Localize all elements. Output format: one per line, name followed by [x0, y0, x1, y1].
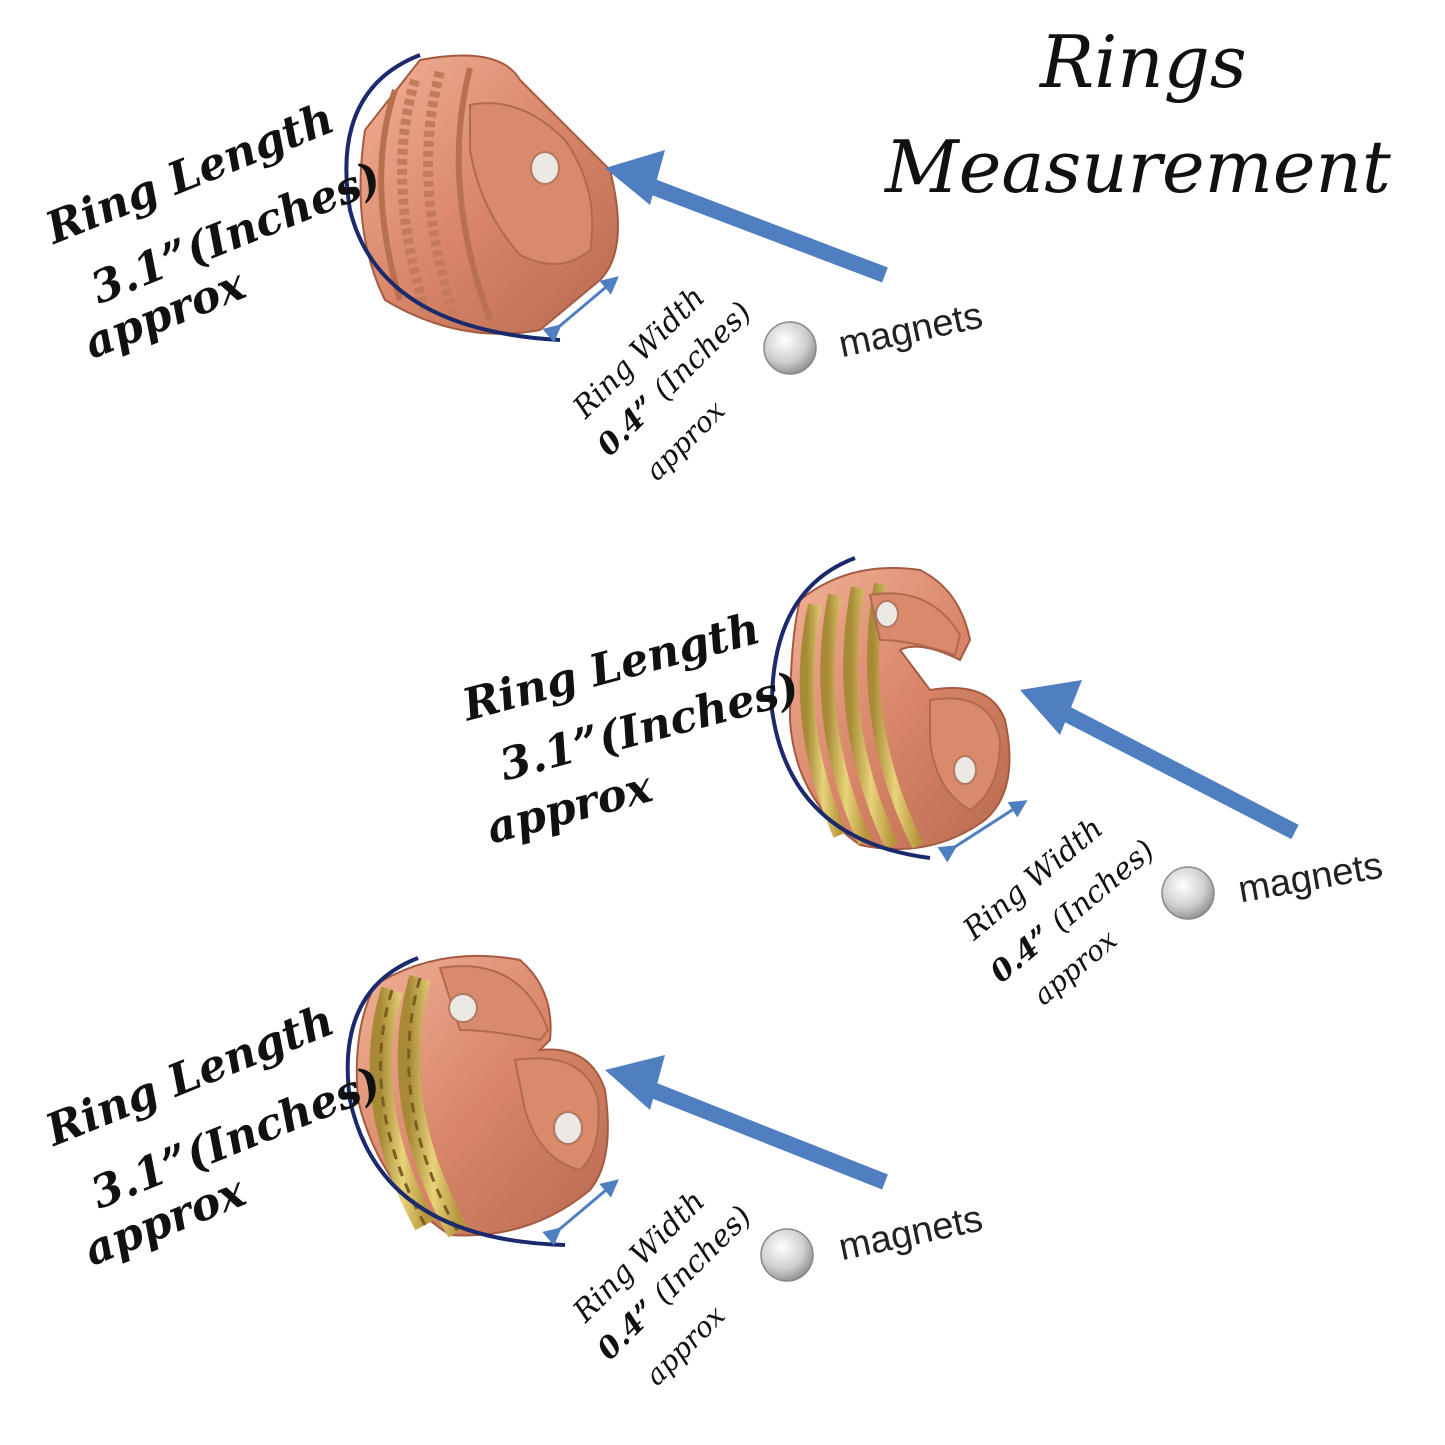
title-line-1: Rings [1040, 20, 1247, 104]
title-line-2: Measurement [885, 125, 1391, 209]
ring-1 [344, 53, 888, 375]
ring-3 [345, 954, 888, 1282]
ring-2 [769, 556, 1299, 920]
